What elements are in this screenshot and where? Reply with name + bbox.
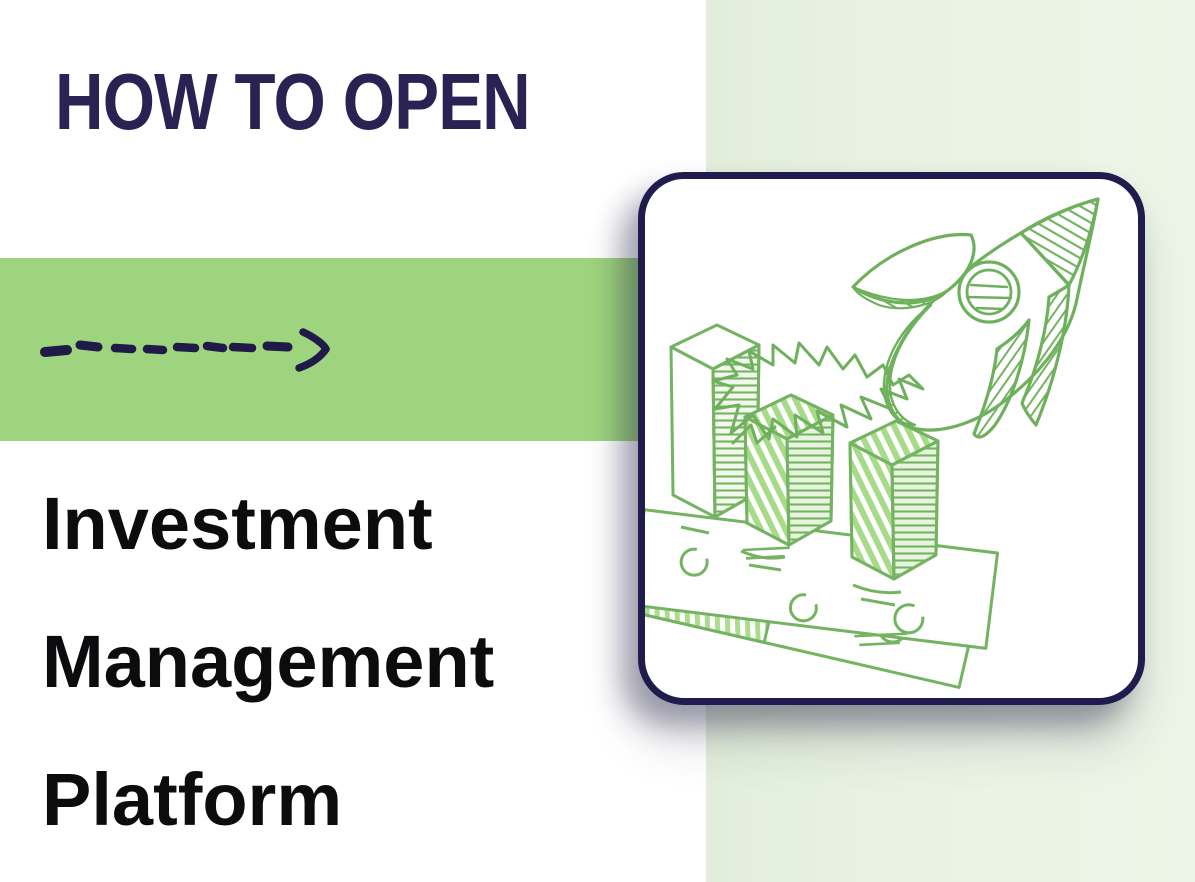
illustration-card <box>638 172 1145 705</box>
headline-line-2: Management <box>42 620 495 703</box>
dashed-arrow-icon <box>40 328 330 372</box>
headline: Investment Management Platform <box>42 455 494 869</box>
banknotes-icon <box>645 508 1000 689</box>
rocket-icon <box>851 197 1100 439</box>
page-title: HOW TO OPEN <box>55 57 531 146</box>
headline-line-3: Platform <box>42 758 343 841</box>
exhaust-burst-icon <box>711 341 925 445</box>
headline-line-1: Investment <box>42 482 433 565</box>
rocket-money-chart-illustration <box>645 197 1100 689</box>
bar-chart-icon <box>680 393 940 607</box>
